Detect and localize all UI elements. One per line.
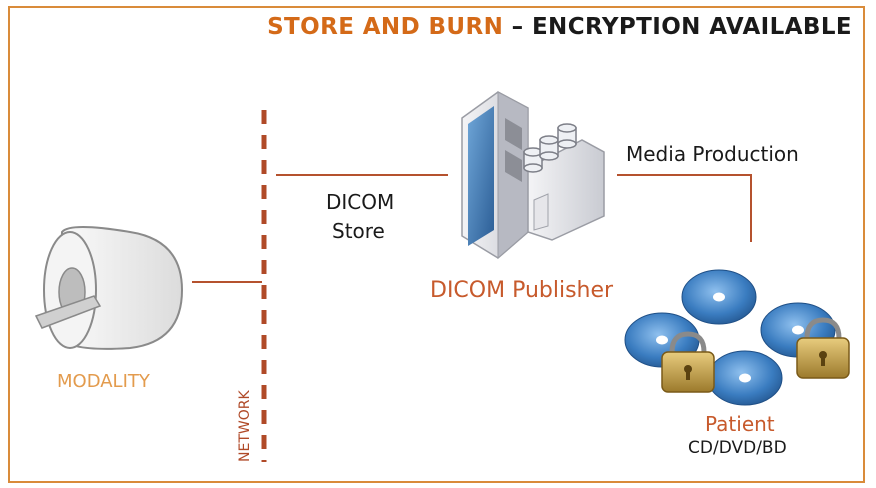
dicom-store-label-line1: DICOM (326, 190, 395, 214)
mri-scanner-icon (34, 226, 184, 350)
disc-icon-bottom (707, 350, 783, 406)
title-primary: STORE AND BURN (267, 14, 504, 40)
dicom-store-label-line2: Store (332, 219, 385, 243)
modality-label: MODALITY (57, 371, 150, 392)
patient-media-label: CD/DVD/BD (688, 438, 787, 458)
patient-label: Patient (705, 412, 775, 436)
connector-publisher-media (617, 174, 752, 242)
dicom-publisher-icon (461, 91, 605, 260)
disc-icon-top (681, 269, 757, 325)
media-production-label: Media Production (626, 142, 799, 166)
title-secondary: – ENCRYPTION AVAILABLE (503, 14, 852, 40)
padlock-icon-left (661, 331, 715, 393)
dicom-publisher-label: DICOM Publisher (430, 278, 614, 303)
network-label: NETWORK (237, 390, 253, 462)
diagram-title: STORE AND BURN – ENCRYPTION AVAILABLE (267, 14, 852, 40)
padlock-icon-right (796, 317, 850, 379)
